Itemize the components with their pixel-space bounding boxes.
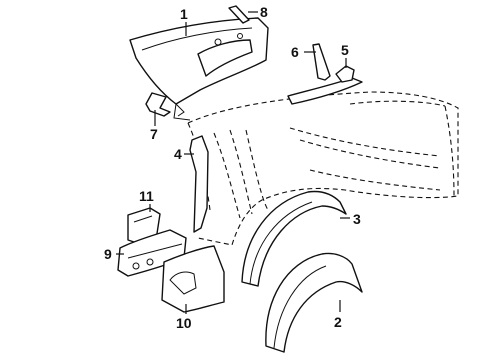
callout-5: 5 <box>341 42 349 58</box>
part-10-wheelhouse-panel <box>161 245 225 313</box>
part-3-outer-wheelhouse <box>241 190 347 287</box>
callout-labels: 1 2 3 4 5 6 7 8 9 10 11 <box>104 4 361 331</box>
part-6-rail <box>312 43 331 81</box>
callout-9: 9 <box>104 246 112 262</box>
part-2-inner-wheelhouse <box>265 252 363 353</box>
part-5-molding <box>287 65 363 105</box>
callout-2: 2 <box>334 314 342 330</box>
callout-4: 4 <box>174 146 182 162</box>
part-1-inner-quarter-panel <box>129 17 269 121</box>
callout-3: 3 <box>353 211 361 227</box>
callout-8: 8 <box>260 4 268 20</box>
part-7-bracket <box>145 92 171 117</box>
callout-11: 11 <box>139 188 154 204</box>
callout-7: 7 <box>150 126 158 142</box>
callout-10: 10 <box>176 315 192 331</box>
part-8-pad <box>228 5 250 24</box>
leader-lines <box>116 11 350 314</box>
quarter-panel-outline <box>187 91 459 246</box>
callout-6: 6 <box>291 44 299 60</box>
callout-1: 1 <box>180 6 188 22</box>
part-4-reinforcement <box>189 135 209 233</box>
